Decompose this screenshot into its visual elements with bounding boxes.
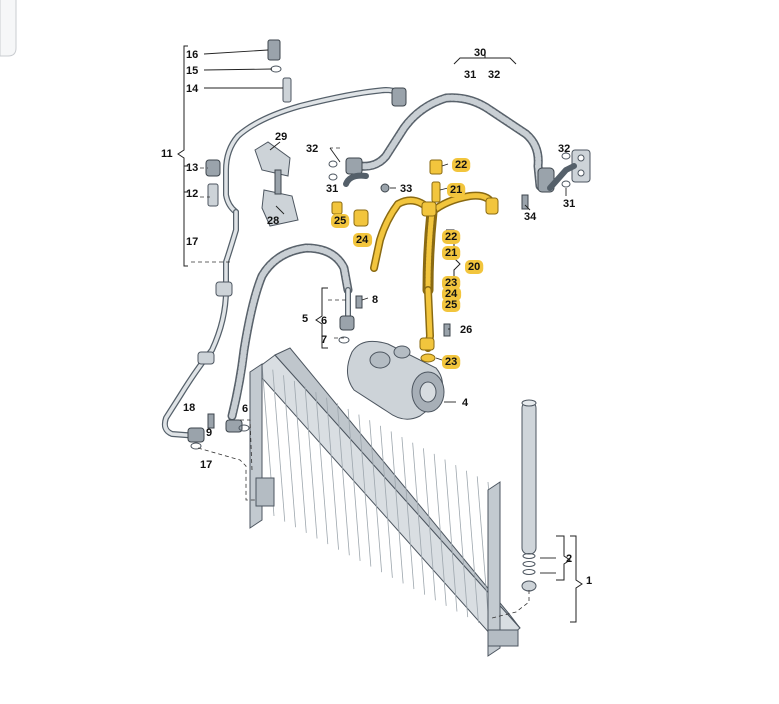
highlight-pill: [465, 260, 484, 274]
callout-32-right: 32: [558, 143, 570, 155]
condenser-fin: [326, 397, 339, 550]
callout-28: 28: [267, 215, 279, 227]
hose-30: [343, 93, 591, 193]
small-parts: [190, 39, 571, 450]
highlight-pill: [442, 276, 461, 290]
condenser-fin: [455, 465, 469, 618]
callout-25-left: 25: [334, 215, 346, 227]
tab-corner: [0, 0, 17, 57]
callout-33: 33: [400, 183, 412, 195]
condenser-fin: [466, 470, 479, 623]
highlight-pill: [353, 233, 373, 247]
leader-lines: [203, 49, 567, 361]
callout-24-group: 24: [445, 288, 458, 300]
condenser-fin: [476, 476, 490, 629]
callout-15: 15: [186, 65, 198, 77]
callout-31-top: 31: [464, 69, 476, 81]
callout-4: 4: [462, 397, 469, 409]
highlight-markers: [331, 158, 484, 369]
condenser-fin: [379, 425, 393, 578]
callout-21-group: 21: [445, 247, 457, 259]
condenser-fin: [358, 414, 372, 567]
callout-20: 20: [468, 261, 480, 273]
highlight-pill: [442, 287, 462, 301]
condenser-fin: [272, 369, 286, 522]
callout-34: 34: [524, 211, 537, 223]
condenser-fin: [315, 392, 329, 545]
callout-31-left: 31: [326, 183, 338, 195]
highlighted-line-20: [370, 191, 499, 352]
callout-17-upper: 17: [186, 236, 198, 248]
highlight-pill: [442, 230, 461, 244]
condenser-fin: [304, 386, 318, 539]
callout-13: 13: [186, 162, 198, 174]
condenser-fin: [401, 437, 415, 590]
highlight-pill: [331, 214, 350, 228]
highlight-pill: [442, 355, 461, 369]
callout-22-group: 22: [445, 231, 457, 243]
dashed-leaders: [188, 147, 530, 619]
condenser: [249, 347, 521, 657]
highlight-pill: [442, 298, 461, 312]
callout-12: 12: [186, 188, 198, 200]
compressor: [347, 340, 456, 420]
callout-21-top: 21: [450, 184, 462, 196]
callout-24-left: 24: [356, 234, 369, 246]
condenser-fin: [293, 380, 307, 533]
callout-18: 18: [183, 402, 195, 414]
callout-14: 14: [186, 83, 199, 95]
condenser-fin: [423, 448, 436, 601]
callout-30: 30: [474, 47, 486, 59]
callout-8: 8: [372, 294, 378, 306]
condenser-fin: [369, 420, 383, 573]
condenser-fin: [433, 453, 447, 606]
condenser-fin: [412, 442, 426, 595]
callout-6-upper: 6: [321, 315, 327, 327]
callout-22-top: 22: [455, 159, 467, 171]
callout-25-group: 25: [445, 299, 457, 311]
callout-26: 26: [460, 324, 472, 336]
callout-16: 16: [186, 49, 198, 61]
callout-23-bottom: 23: [445, 356, 457, 368]
callout-6-lower: 6: [242, 403, 248, 415]
callout-17-lower: 17: [200, 459, 212, 471]
highlight-pill: [447, 183, 466, 197]
condenser-fin: [347, 408, 361, 561]
callout-5: 5: [302, 313, 308, 325]
callout-31-right: 31: [563, 198, 575, 210]
hose-5-group: [225, 243, 355, 433]
callout-23-group: 23: [445, 277, 457, 289]
callout-9: 9: [206, 427, 212, 439]
condenser-fin: [336, 403, 350, 556]
condenser-fin: [390, 431, 404, 584]
callout-1: 1: [586, 575, 592, 587]
condenser-fin: [283, 375, 296, 528]
highlight-pill: [452, 158, 471, 172]
callout-labels: 1 2 4 5 6 6 7 8 9 11 12 13 14 15 16 17 1…: [161, 47, 592, 587]
condenser-fin: [444, 459, 458, 612]
callout-11: 11: [161, 148, 173, 160]
callout-7: 7: [321, 334, 327, 346]
callout-32-top: 32: [488, 69, 500, 81]
callout-32-left: 32: [306, 143, 318, 155]
callout-29: 29: [275, 131, 287, 143]
callout-2: 2: [566, 553, 572, 565]
receiver-drier: [521, 399, 556, 592]
highlight-pill: [442, 246, 461, 260]
